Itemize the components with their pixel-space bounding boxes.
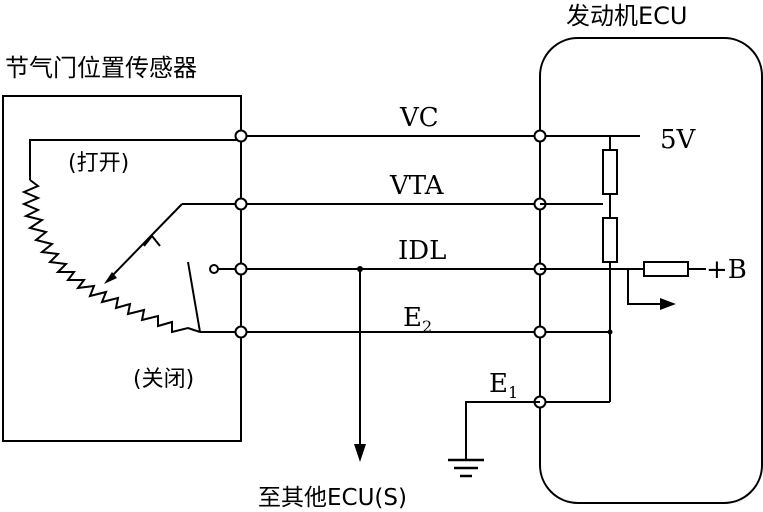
e1-ground-wire [465, 401, 540, 460]
sensor-terminal-vc [234, 129, 248, 143]
right-arrow-icon [660, 298, 676, 310]
sensor-terminal-e2 [234, 325, 248, 339]
label-e1: E1 [489, 369, 518, 402]
sensor-terminal-idl [234, 262, 248, 276]
label-idl: IDL [398, 236, 446, 266]
pullup-resistor-2 [602, 217, 618, 263]
down-arrow-icon [354, 444, 366, 462]
idl-pullup-resistor [643, 261, 689, 277]
ecu-terminal-e2 [533, 325, 547, 339]
label-to-other-ecu: 至其他ECU(S) [258, 485, 407, 511]
sensor-box [2, 95, 242, 442]
label-e2: E2 [403, 303, 432, 336]
idl-output-wire [627, 269, 664, 305]
ecu-terminal-vc [533, 129, 547, 143]
idl-switch-blade [187, 261, 201, 333]
vc-feed [29, 139, 241, 180]
e2-junction [607, 329, 613, 335]
label-vc: VC [399, 103, 439, 133]
vta-wiper [109, 203, 183, 279]
angle-mark [143, 234, 161, 247]
label-5v: 5V [660, 125, 697, 155]
label-plus-b: +B [706, 255, 747, 285]
idl-switch-contact [209, 264, 219, 274]
ecu-title: 发动机ECU [566, 2, 688, 30]
sensor-terminal-vta [234, 197, 248, 211]
wiper-arrowhead [104, 272, 117, 284]
resistor-track [21, 179, 201, 334]
label-open: (打开) [68, 151, 129, 176]
label-vta: VTA [389, 171, 445, 201]
pullup-resistor-1 [602, 149, 618, 195]
sensor-title: 节气门位置传感器 [5, 54, 197, 82]
label-closed: (关闭) [133, 367, 194, 392]
